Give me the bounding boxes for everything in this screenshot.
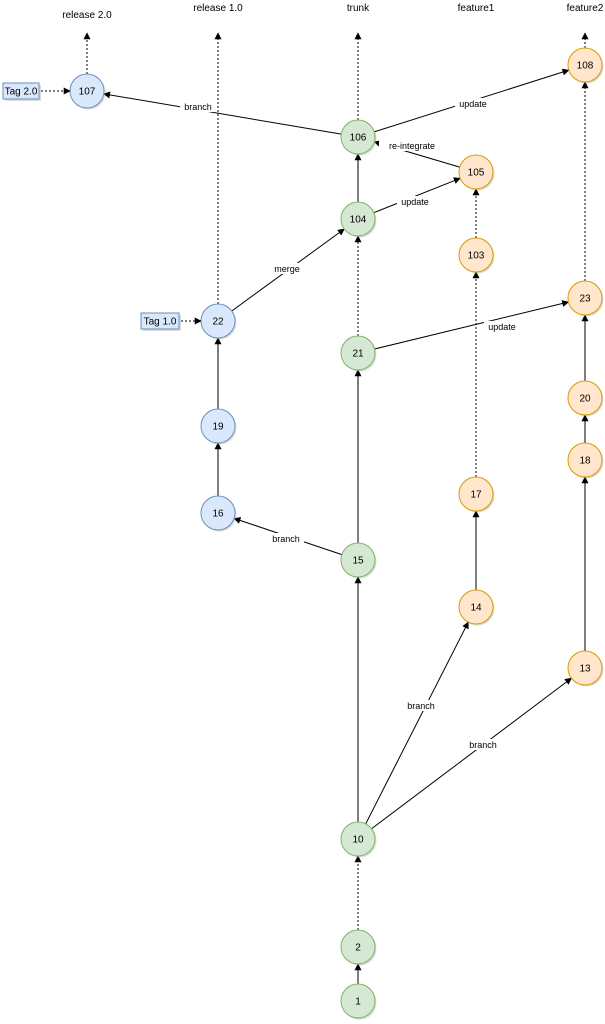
node-label: 104 (350, 215, 367, 226)
node-label: 107 (79, 87, 96, 98)
node-circle (340, 542, 376, 578)
node-label: 22 (212, 317, 224, 328)
edge-label-branch: branch (272, 534, 300, 544)
node-circle (567, 380, 603, 416)
commit-node-15[interactable]: 15 (340, 542, 377, 579)
node-circle (340, 983, 376, 1019)
tag-box-tag10[interactable]: Tag 1.0 (140, 312, 181, 331)
commit-node-23[interactable]: 23 (567, 280, 604, 317)
commit-node-21[interactable]: 21 (340, 335, 377, 372)
lane-label-trunk: trunk (347, 3, 370, 14)
edge-label-update: update (459, 99, 487, 109)
node-label: 105 (468, 168, 485, 179)
edge-label-update: update (401, 197, 429, 207)
commit-node-2[interactable]: 2 (340, 929, 377, 966)
edge-label-bg (455, 98, 491, 109)
lane-label-release1: release 1.0 (193, 3, 243, 14)
tag-label: Tag 2.0 (5, 87, 38, 98)
edge-n104-to-n105 (373, 177, 461, 214)
node-circle (200, 408, 236, 444)
edge-n21-to-n23 (374, 300, 570, 350)
edge-label-merge: merge (274, 264, 300, 274)
edge-label-bg (465, 739, 501, 750)
commit-node-10[interactable]: 10 (340, 821, 377, 858)
lane-label-feature1: feature1 (458, 3, 495, 14)
node-circle (458, 589, 494, 625)
node-label: 13 (579, 664, 591, 675)
node-label: 1 (355, 997, 361, 1008)
edge-label-bg (379, 140, 445, 151)
edge-n10-to-n14 (365, 621, 469, 825)
node-circle (200, 495, 236, 531)
node-circle (567, 47, 603, 83)
edge-labels-layer: branch branch branch merge update re-integrat… (180, 98, 520, 750)
node-circle (458, 154, 494, 190)
node-label: 19 (212, 422, 224, 433)
commit-node-106[interactable]: 106 (340, 119, 377, 156)
node-circle (567, 650, 603, 686)
commit-node-22[interactable]: 22 (200, 303, 237, 340)
node-label: 18 (579, 456, 591, 467)
edge-label-bg (403, 700, 439, 711)
edge-label-bg (268, 533, 304, 544)
node-circle (340, 821, 376, 857)
node-label: 17 (470, 490, 482, 501)
node-label: 10 (352, 835, 364, 846)
node-label: 14 (470, 603, 482, 614)
commit-node-108[interactable]: 108 (567, 47, 604, 84)
lane-label-release2: release 2.0 (62, 10, 112, 21)
commit-node-20[interactable]: 20 (567, 380, 604, 417)
node-label: 16 (212, 509, 224, 520)
edges-layer (83, 32, 589, 984)
commit-node-13[interactable]: 13 (567, 650, 604, 687)
commit-node-16[interactable]: 16 (200, 495, 237, 532)
node-label: 103 (468, 251, 485, 262)
node-circle (567, 442, 603, 478)
edge-label-branch: branch (184, 102, 212, 112)
edge-label-bg (484, 321, 520, 332)
commit-node-105[interactable]: 105 (458, 154, 495, 191)
node-circle (567, 280, 603, 316)
node-label: 106 (350, 133, 367, 144)
commit-node-14[interactable]: 14 (458, 589, 495, 626)
lane-headers: release 2.0 release 1.0 trunk feature1 f… (62, 3, 604, 21)
node-circle (340, 929, 376, 965)
edge-label-branch: branch (407, 701, 435, 711)
edge-n106-to-n107 (103, 91, 342, 135)
edge-n10-to-n13 (371, 677, 572, 830)
tag-box-tag20[interactable]: Tag 2.0 (2, 82, 41, 101)
nodes-layer: 1072219161061042115102110510317141082320… (69, 47, 604, 1020)
edge-label-re-integrate: re-integrate (389, 141, 435, 151)
edge-label-bg (180, 101, 216, 112)
node-circle (458, 476, 494, 512)
node-circle (340, 335, 376, 371)
lane-label-feature2: feature2 (567, 3, 604, 14)
node-label: 23 (579, 294, 591, 305)
node-label: 15 (352, 556, 364, 567)
node-circle (340, 119, 376, 155)
commit-node-104[interactable]: 104 (340, 201, 377, 238)
node-circle (340, 201, 376, 237)
commit-node-19[interactable]: 19 (200, 408, 237, 445)
tag-rect (2, 82, 40, 100)
edge-label-branch: branch (469, 740, 497, 750)
node-circle (458, 237, 494, 273)
commit-node-18[interactable]: 18 (567, 442, 604, 479)
commit-node-103[interactable]: 103 (458, 237, 495, 274)
tag-rect (140, 312, 180, 330)
tag-label: Tag 1.0 (144, 317, 177, 328)
edge-label-update: update (488, 322, 516, 332)
commit-node-107[interactable]: 107 (69, 73, 106, 110)
node-label: 2 (355, 943, 361, 954)
edge-label-bg (271, 263, 303, 274)
commit-node-17[interactable]: 17 (458, 476, 495, 513)
edge-label-bg (397, 196, 433, 207)
commit-node-1[interactable]: 1 (340, 983, 377, 1020)
node-label: 20 (579, 394, 591, 405)
node-label: 108 (577, 61, 594, 72)
node-label: 21 (352, 349, 364, 360)
